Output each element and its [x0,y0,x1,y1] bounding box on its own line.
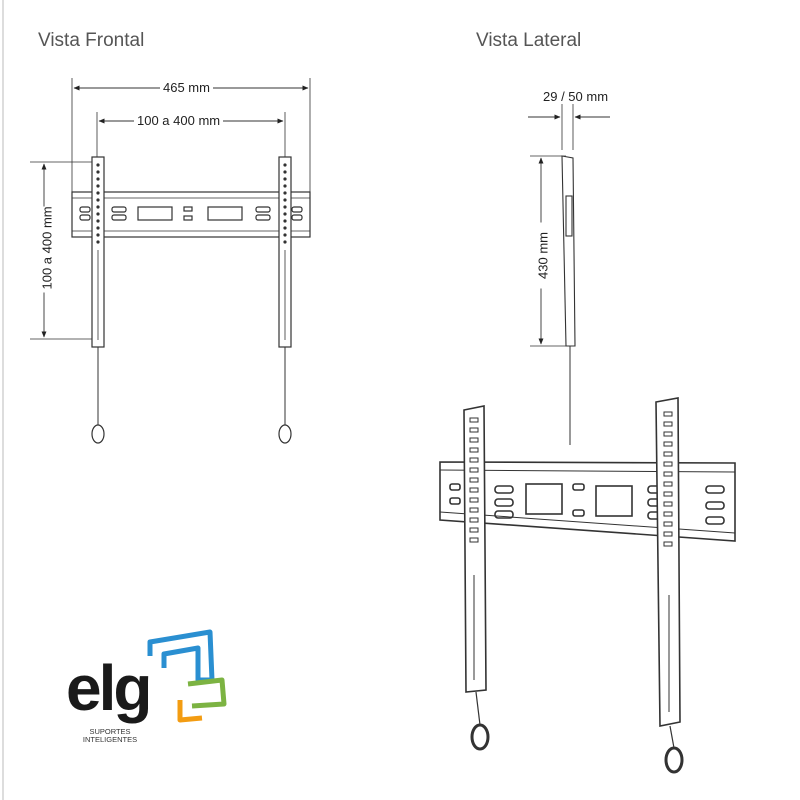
vesa-horizontal-label: 100 a 400 mm [134,113,224,128]
perspective-drawing [439,397,736,774]
perspective-cutout-left [525,483,563,515]
front-view-drawing [30,78,311,444]
logo-tagline: SUPORTES INTELIGENTES [70,728,150,744]
front-view-title: Vista Frontal [38,30,145,51]
wall-plate [71,191,311,238]
logo-wordmark: elg [66,652,152,724]
vesa-vertical-label: 100 a 400 mm [39,206,55,293]
plate-cutout-right [207,206,243,221]
perspective-arm-left [463,405,487,693]
side-bracket [565,195,573,237]
logo-mark-icon [147,629,227,723]
plate-cutout-left [137,206,173,221]
overall-width-label: 465 mm [160,80,213,95]
logo-tagline-line1: SUPORTES [89,727,131,736]
elg-logo: elg SUPORTES INTELIGENTES [62,628,242,748]
pull-ring-right [278,424,292,444]
logo-tagline-line2: INTELIGENTES [82,735,138,744]
perspective-arm-right [655,397,681,727]
perspective-pull-ring-right [664,746,684,774]
side-profile [561,155,576,347]
pull-ring-left [91,424,105,444]
depth-label: 29 / 50 mm [543,89,609,104]
plate-slot [183,206,193,212]
perspective-cutout-right [595,485,633,517]
height-label: 430 mm [535,222,551,289]
perspective-pull-ring-left [470,723,490,751]
side-view-title: Vista Lateral [476,30,582,51]
